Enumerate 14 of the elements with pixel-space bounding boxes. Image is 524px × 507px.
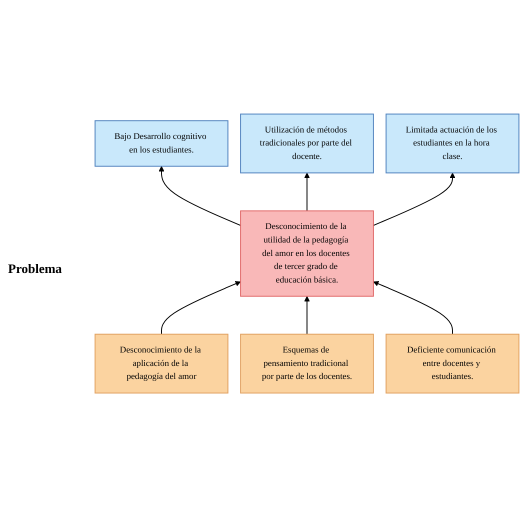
- node-box: Deficiente comunicación entre docentes y estudiantes.: [386, 334, 520, 394]
- node-box: Bajo Desarrollo cognitivo en los estudiantes.: [94, 120, 228, 167]
- arrow: [304, 172, 310, 212]
- problem-label: Problema: [8, 261, 62, 277]
- arrow: [373, 281, 453, 335]
- node-box: Limitada actuación de los estudiantes en la hora clase.: [386, 114, 520, 174]
- arrow: [161, 281, 241, 335]
- arrow: [158, 166, 242, 226]
- node-box: Desconocimiento de la aplicación de la pedagogía del amor: [94, 334, 228, 394]
- arrow: [304, 296, 310, 335]
- node-box: Desconocimiento de la utilidad de la pedagogía del amor en los docentes de tercer grado de educación básica.: [240, 210, 374, 297]
- node-box: Utilización de métodos tradicionales por parte del docente.: [240, 114, 374, 174]
- node-box: Esquemas de pensamiento tradicional por parte de los docentes.: [240, 334, 374, 394]
- arrow: [372, 172, 456, 226]
